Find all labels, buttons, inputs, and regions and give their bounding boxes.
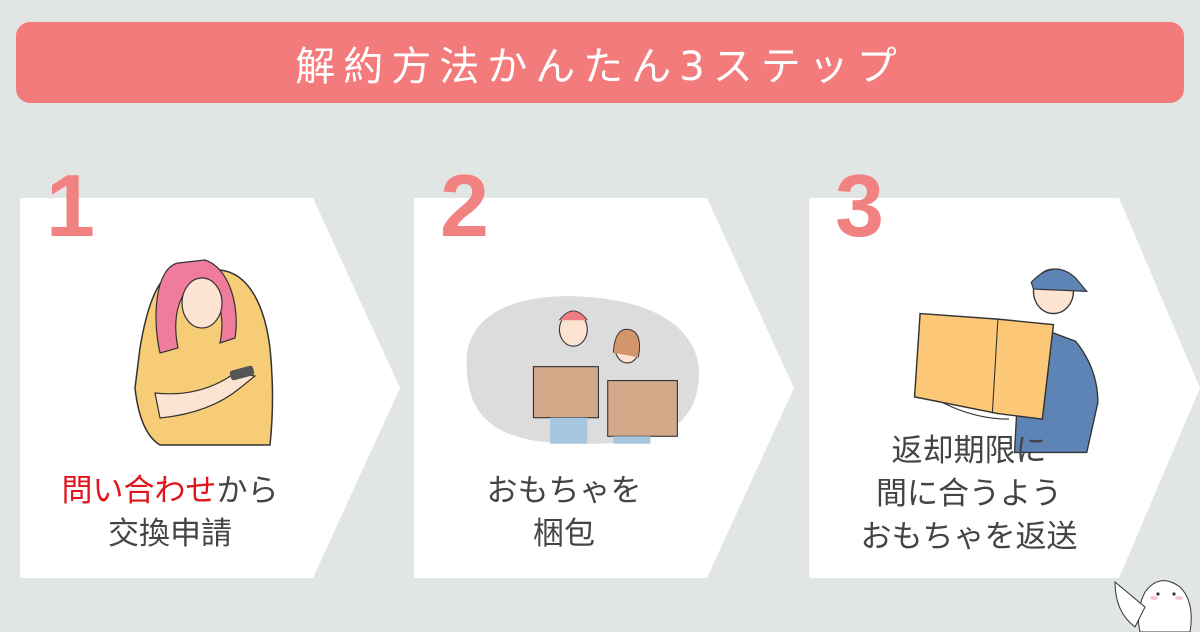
step-number: 2 (440, 156, 489, 255)
caption-text: 返却期限に (891, 433, 1047, 469)
step-card-2: 2 おもちゃを 梱包 (414, 162, 794, 578)
step-caption: おもちゃを 梱包 (414, 470, 714, 556)
step-caption: 返却期限に 間に合うよう おもちゃを返送 (819, 430, 1119, 559)
couple-carrying-boxes-icon (466, 296, 700, 444)
caption-text: 間に合うよう (876, 476, 1062, 512)
page-title: 解約方法かんたん3ステップ (295, 43, 905, 90)
step-caption: 問い合わせから 交換申請 (20, 470, 320, 556)
title-banner: 解約方法かんたん3ステップ (16, 22, 1184, 103)
caption-text: 交換申請 (108, 516, 232, 552)
step-number: 3 (835, 156, 884, 255)
step-number: 1 (46, 156, 95, 255)
caption-text: おもちゃを (486, 473, 642, 509)
bird-mascot-icon (1114, 580, 1192, 632)
caption-text: おもちゃを返送 (860, 519, 1078, 555)
delivery-man-with-box-icon (913, 268, 1099, 454)
woman-with-smartphone-icon (134, 259, 274, 446)
caption-text: 梱包 (533, 516, 595, 552)
step-card-1: 1 問い合わせから 交換申請 (20, 162, 400, 578)
caption-highlight: 問い合わせ (61, 473, 217, 509)
step-card-3: 3 返却期限に 間に合うよう おもちゃを返送 (809, 162, 1200, 578)
caption-text: から (216, 473, 279, 509)
